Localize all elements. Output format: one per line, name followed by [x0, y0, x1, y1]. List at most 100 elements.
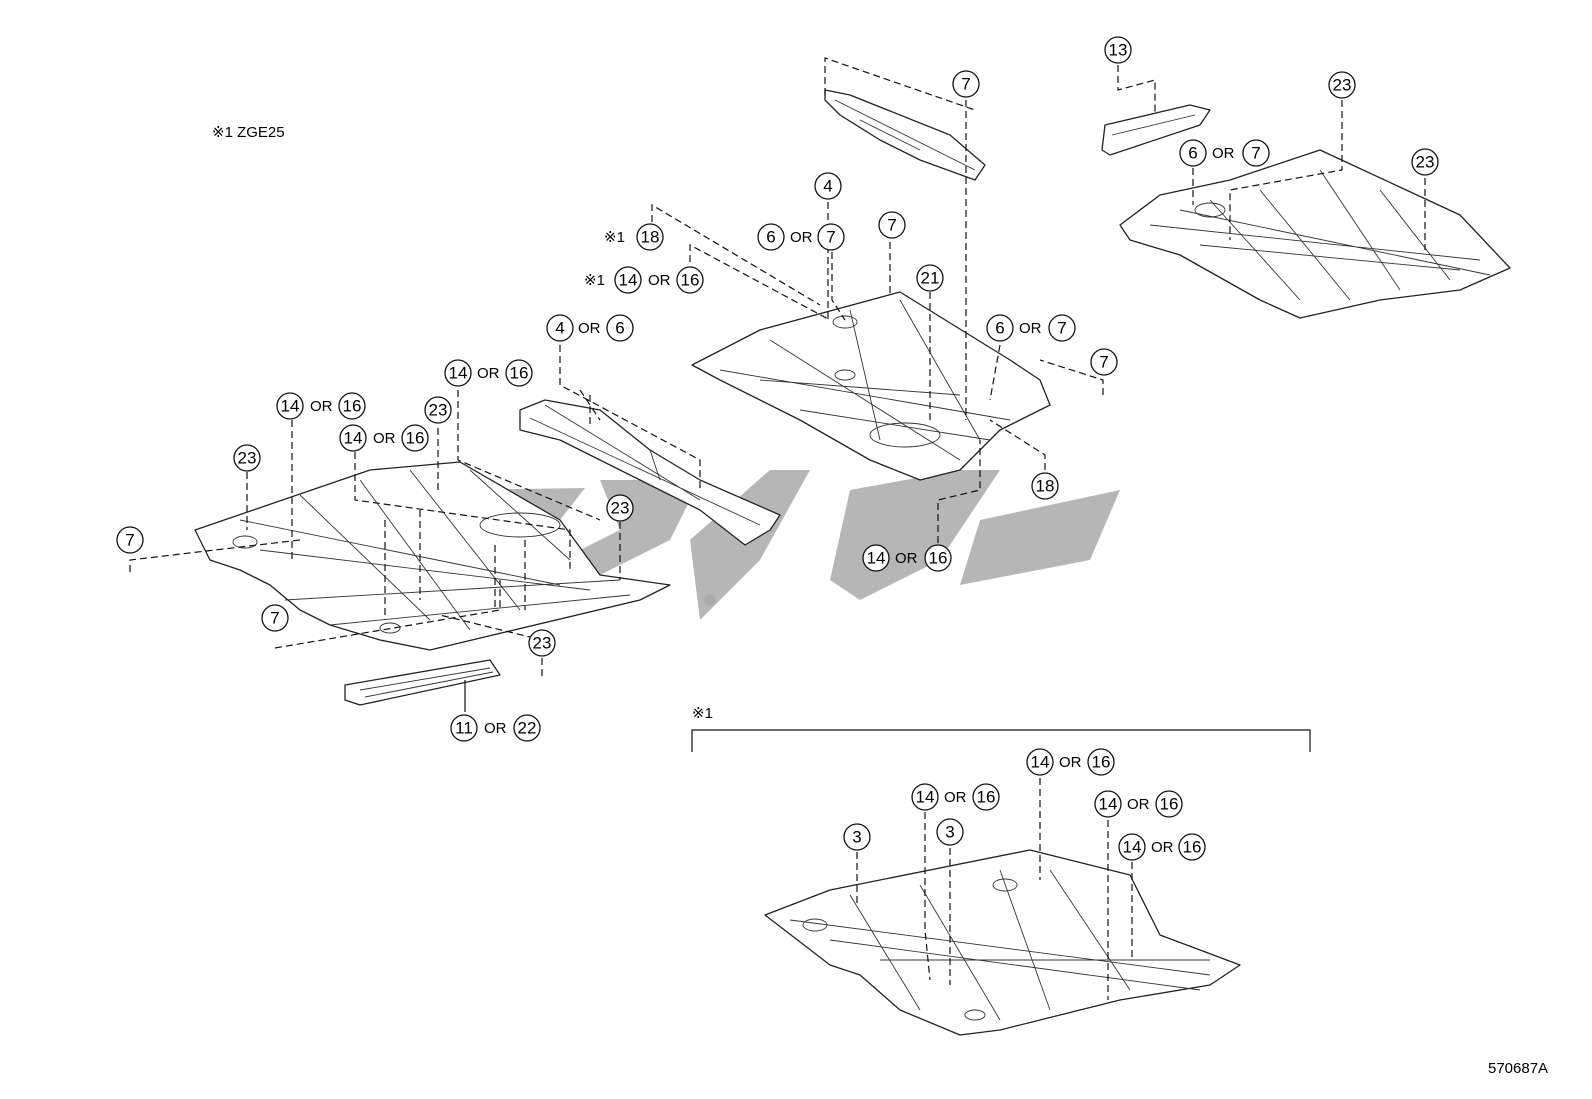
- floor-bracket-part: [1101, 104, 1211, 156]
- svg-text:23: 23: [429, 401, 448, 420]
- svg-text:14: 14: [1031, 753, 1050, 772]
- leader-lines: [129, 57, 1426, 1000]
- callout-7-center: 7: [878, 211, 906, 239]
- svg-text:4: 4: [555, 319, 564, 338]
- callout-3-mid: 3: [936, 818, 964, 846]
- tunnel-member-part: [519, 399, 781, 546]
- svg-text:16: 16: [406, 429, 425, 448]
- svg-text:16: 16: [1160, 795, 1179, 814]
- svg-text:OR: OR: [944, 789, 967, 806]
- svg-text:22: 22: [518, 719, 537, 738]
- svg-text:7: 7: [1099, 353, 1108, 372]
- svg-text:6: 6: [1188, 144, 1197, 163]
- svg-text:OR: OR: [1019, 320, 1042, 337]
- svg-text:※1: ※1: [584, 272, 605, 289]
- svg-text:16: 16: [977, 788, 996, 807]
- rear-floor-pan-part: [1119, 149, 1511, 319]
- svg-text:18: 18: [1036, 477, 1055, 496]
- svg-text:14: 14: [1099, 795, 1118, 814]
- callout-6or7-center: 6 OR 7: [757, 223, 845, 251]
- svg-text:3: 3: [852, 828, 861, 847]
- svg-text:OR: OR: [648, 272, 671, 289]
- svg-text:OR: OR: [790, 229, 813, 246]
- callout-7-top: 7: [952, 70, 980, 98]
- callout-6or7-right: 6 OR 7: [986, 314, 1076, 342]
- callout-23-rear-top: 23: [1328, 71, 1356, 99]
- svg-text:7: 7: [125, 531, 134, 550]
- svg-text:11: 11: [455, 719, 473, 738]
- svg-text:※1: ※1: [604, 229, 625, 246]
- variant-group-label: ※1: [692, 705, 713, 722]
- svg-text:OR: OR: [1212, 145, 1235, 162]
- svg-text:3: 3: [945, 823, 954, 842]
- svg-text:OR: OR: [578, 320, 601, 337]
- callout-14or16-b: 14 OR 16: [339, 424, 429, 452]
- model-note: ※1 ZGE25: [212, 124, 285, 141]
- svg-text:18: 18: [641, 228, 660, 247]
- svg-text:13: 13: [1109, 41, 1128, 60]
- svg-text:OR: OR: [477, 365, 500, 382]
- svg-text:6: 6: [995, 319, 1004, 338]
- callout-7-right: 7: [1090, 348, 1118, 376]
- center-floor-pan-part: [691, 291, 1051, 481]
- callout-23-front-mid: 23: [424, 396, 452, 424]
- callout-3-left: 3: [843, 823, 871, 851]
- callout-23-front-right: 23: [606, 494, 634, 522]
- callout-4or6: 4 OR 6: [546, 314, 634, 342]
- callout-14or16-v3: 14 OR 16: [1094, 790, 1183, 818]
- svg-text:14: 14: [344, 429, 363, 448]
- svg-text:OR: OR: [373, 430, 396, 447]
- svg-text:16: 16: [510, 364, 529, 383]
- callout-7-left: 7: [116, 526, 144, 554]
- callout-23-front-bottom: 23: [528, 629, 556, 657]
- callout-11or22: 11 OR 22: [450, 714, 541, 742]
- callout-7-front-bottom: 7: [261, 604, 289, 632]
- callout-14or16-center: 14 OR 16: [862, 544, 952, 572]
- drawing-code: 570687A: [1488, 1060, 1548, 1077]
- callout-18: 18: [1031, 472, 1059, 500]
- svg-text:6: 6: [766, 228, 775, 247]
- svg-text:OR: OR: [1127, 796, 1150, 813]
- callout-14or16-v1: 14 OR 16: [911, 783, 1000, 811]
- callout-4-center: 4: [814, 172, 842, 200]
- floor-side-member-part: [344, 659, 501, 706]
- svg-text:OR: OR: [310, 398, 333, 415]
- svg-text:OR: OR: [1059, 754, 1082, 771]
- callout-23-front-left: 23: [233, 444, 261, 472]
- svg-text:6: 6: [615, 319, 624, 338]
- svg-text:16: 16: [1183, 838, 1202, 857]
- callout-23-rear-right: 23: [1411, 148, 1439, 176]
- svg-text:7: 7: [961, 75, 970, 94]
- callout-14or16-v4: 14 OR 16: [1118, 833, 1206, 861]
- svg-text:14: 14: [281, 397, 300, 416]
- svg-text:OR: OR: [895, 550, 918, 567]
- svg-text:23: 23: [533, 634, 552, 653]
- svg-text:14: 14: [449, 364, 468, 383]
- svg-text:7: 7: [1057, 319, 1066, 338]
- variant-bracket: ※1: [691, 705, 1311, 752]
- svg-text:14: 14: [916, 788, 935, 807]
- svg-text:4: 4: [823, 177, 832, 196]
- svg-text:OR: OR: [484, 720, 507, 737]
- svg-text:16: 16: [681, 271, 700, 290]
- callout-21: 21: [916, 264, 944, 292]
- svg-text:7: 7: [1251, 144, 1260, 163]
- rear-cross-member-part: [824, 89, 986, 181]
- svg-text:23: 23: [1416, 153, 1435, 172]
- callout-13: 13: [1104, 36, 1132, 64]
- svg-text:7: 7: [826, 228, 835, 247]
- svg-text:23: 23: [1333, 76, 1352, 95]
- svg-text:OR: OR: [1151, 839, 1174, 856]
- callout-14or16-v2: 14 OR 16: [1026, 748, 1115, 776]
- callout-ref1-14or16: ※1 14 OR 16: [584, 266, 704, 294]
- variant-floor-pan-part: [764, 849, 1241, 1036]
- svg-text:16: 16: [343, 397, 362, 416]
- callout-14or16-a: 14 OR 16: [276, 392, 366, 420]
- svg-text:23: 23: [611, 499, 630, 518]
- callout-6or7-rear: 6 OR 7: [1179, 139, 1270, 167]
- svg-text:14: 14: [619, 271, 638, 290]
- svg-text:21: 21: [921, 269, 940, 288]
- svg-text:16: 16: [1092, 753, 1111, 772]
- front-floor-pan-part: [194, 461, 671, 651]
